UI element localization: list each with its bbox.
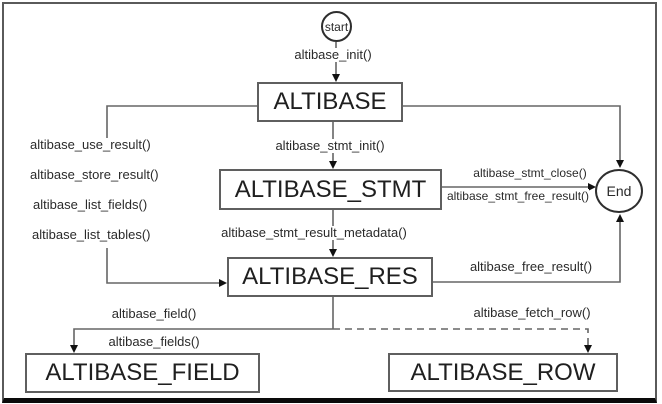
node-altibase-stmt: ALTIBASE_STMT <box>219 169 442 210</box>
connector-left-to-res <box>106 248 220 284</box>
connector-res-to-field <box>73 328 333 347</box>
label-altibase-stmt-free-result: altibase_stmt_free_result() <box>446 189 590 203</box>
label-altibase-stmt-close: altibase_stmt_close() <box>473 166 587 180</box>
arrowhead-end-bottom <box>616 214 624 222</box>
label-altibase-init: altibase_init() <box>294 47 372 62</box>
connector-res-to-end <box>433 219 621 283</box>
label-altibase-store-result: altibase_store_result() <box>30 167 159 182</box>
arrowhead-stmt-top <box>329 161 337 169</box>
arrowhead-row-top <box>584 345 592 353</box>
connector-altibase-to-end <box>403 105 621 163</box>
arrowhead-end-top <box>616 160 624 168</box>
end-node: End <box>595 169 643 213</box>
label-altibase-list-tables: altibase_list_tables() <box>32 227 151 242</box>
node-altibase-res-label: ALTIBASE_RES <box>242 263 418 290</box>
start-node-label: start <box>324 19 349 34</box>
node-altibase-row-label: ALTIBASE_ROW <box>410 358 596 386</box>
arrowhead-res-top <box>329 249 337 257</box>
node-altibase-field-label: ALTIBASE_FIELD <box>45 359 240 386</box>
node-altibase-label: ALTIBASE <box>273 88 387 115</box>
arrowhead-end-left <box>588 183 596 191</box>
connector-res-to-row-dashed <box>333 328 589 346</box>
node-altibase-stmt-label: ALTIBASE_STMT <box>234 175 427 203</box>
node-altibase-res: ALTIBASE_RES <box>227 257 433 297</box>
label-altibase-use-result: altibase_use_result() <box>30 137 151 152</box>
label-altibase-free-result: altibase_free_result() <box>469 259 593 274</box>
label-altibase-field: altibase_field() <box>111 306 197 321</box>
node-altibase: ALTIBASE <box>257 82 403 122</box>
node-altibase-row: ALTIBASE_ROW <box>388 353 618 392</box>
start-node: start <box>321 11 352 42</box>
label-altibase-fetch-row: altibase_fetch_row() <box>473 305 591 320</box>
label-altibase-list-fields: altibase_list_fields() <box>33 197 148 212</box>
label-altibase-stmt-init: altibase_stmt_init() <box>275 138 385 153</box>
connector-altibase-left-down <box>106 105 257 139</box>
label-altibase-fields: altibase_fields() <box>108 334 200 349</box>
arrowhead-altibase-top <box>332 74 340 82</box>
arrowhead-field-top <box>70 345 78 353</box>
node-altibase-field: ALTIBASE_FIELD <box>25 353 260 393</box>
label-altibase-stmt-result-metadata: altibase_stmt_result_metadata() <box>221 225 407 240</box>
end-node-label: End <box>606 183 632 199</box>
arrowhead-res-left <box>219 279 227 287</box>
